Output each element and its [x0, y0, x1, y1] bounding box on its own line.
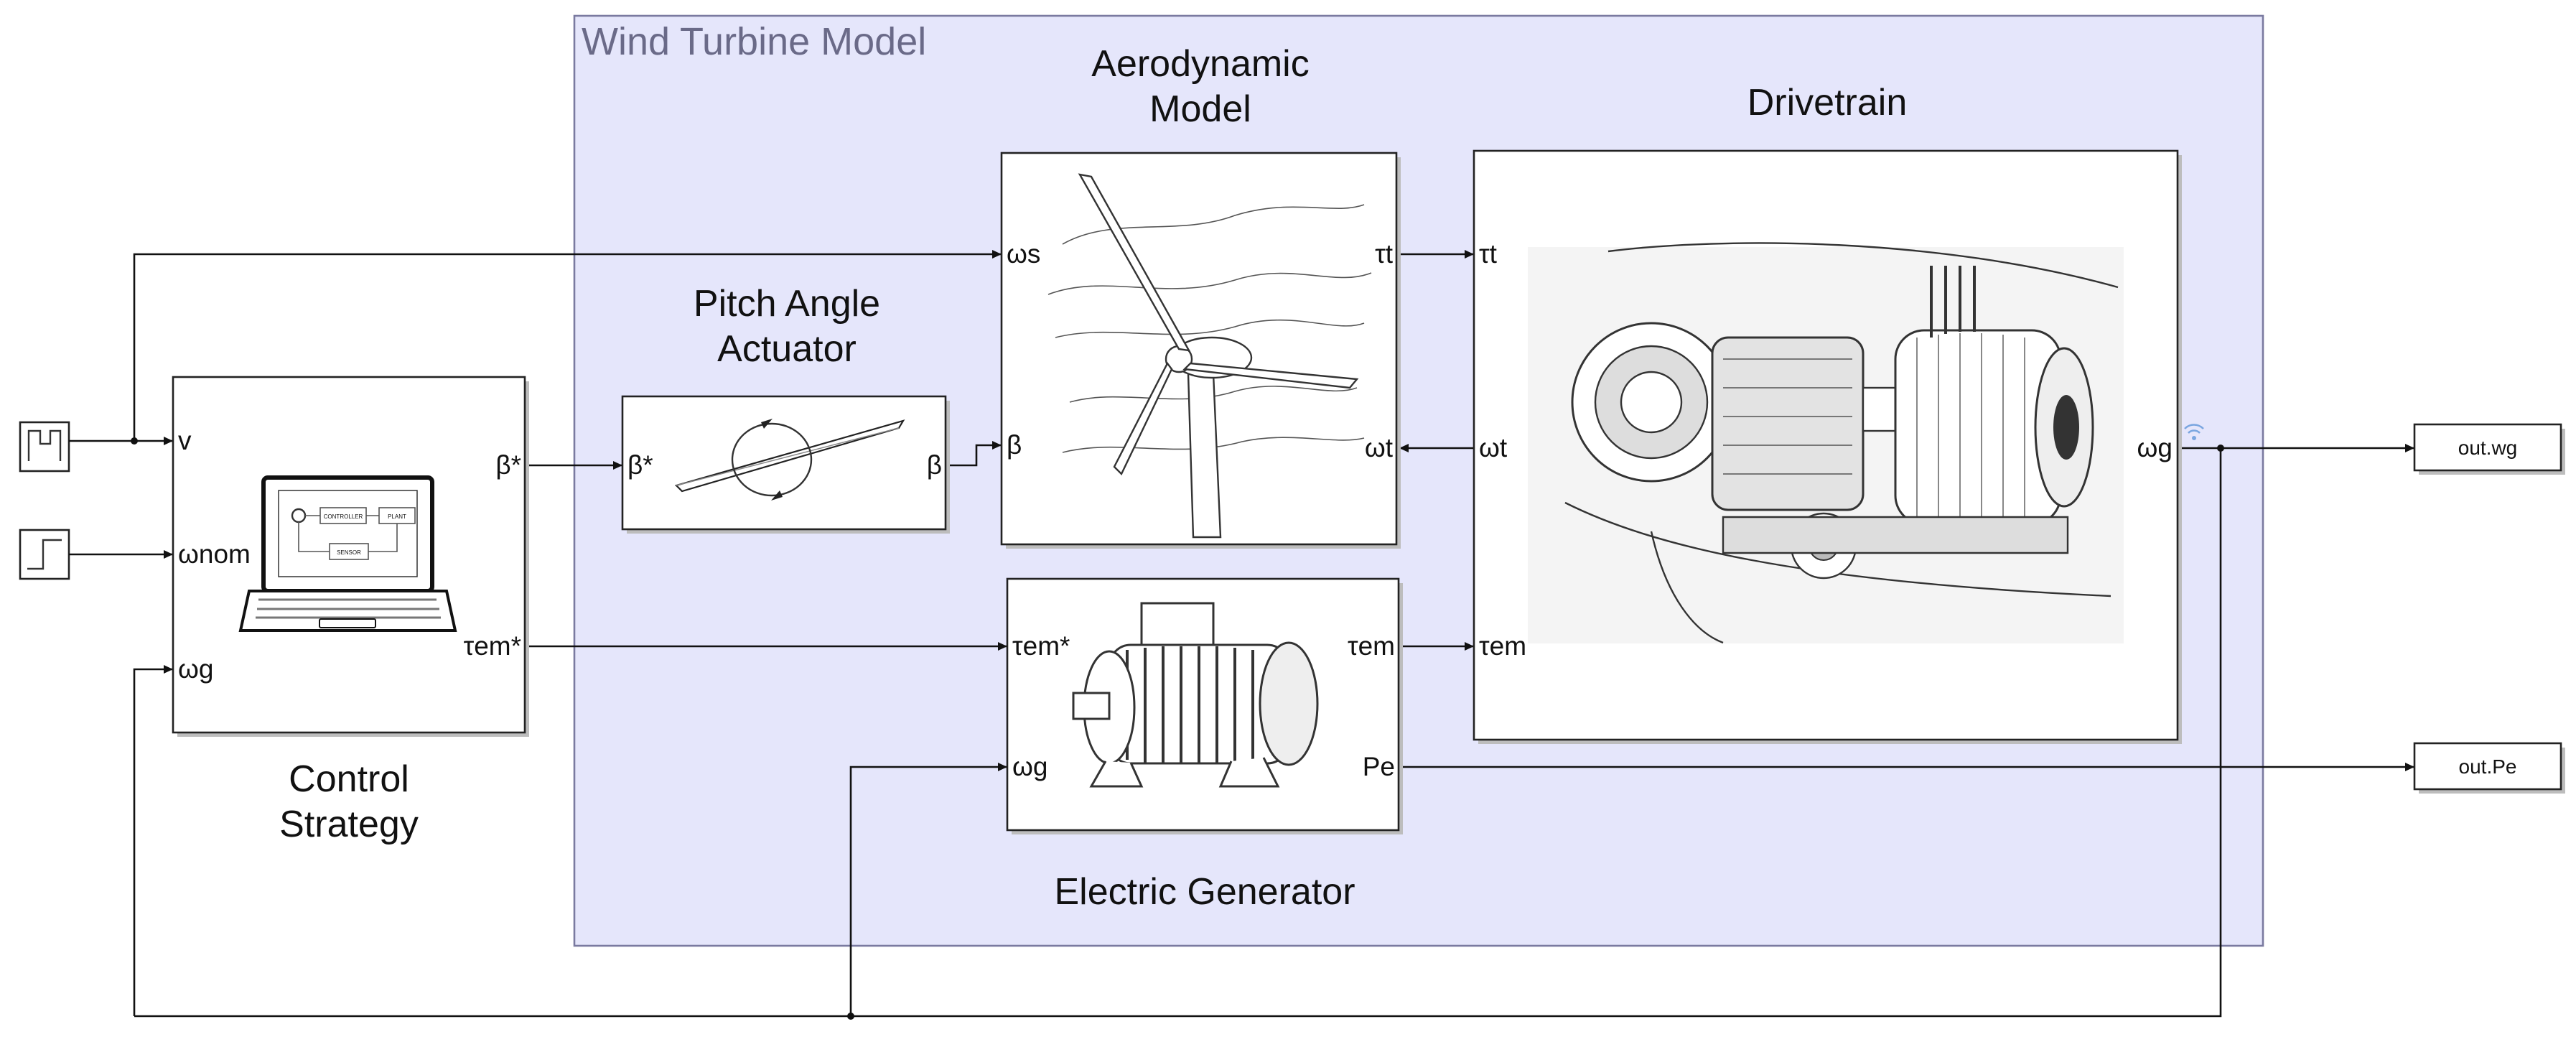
signal-logging-icon	[2184, 424, 2204, 440]
drivetrain-title: Drivetrain	[1747, 82, 1908, 124]
control-strategy-title-1: Control	[289, 758, 409, 800]
laptop-icon: CONTROLLER PLANT SENSOR	[238, 475, 457, 632]
svg-text:PLANT: PLANT	[388, 513, 406, 520]
generator-title: Electric Generator	[1054, 871, 1355, 913]
nacelle-gearbox-icon	[1528, 242, 2124, 644]
drivetrain-port-tau-em: τem	[1479, 631, 1526, 661]
control-strategy-title-2: Strategy	[279, 804, 419, 845]
step-source[interactable]	[19, 529, 70, 580]
drivetrain-block[interactable]: τt ωt τem ωg	[1473, 149, 2182, 744]
blade-pitch-icon	[674, 419, 905, 501]
control-port-beta-star: β*	[495, 450, 521, 480]
generator-port-wg: ωg	[1012, 752, 1047, 781]
drivetrain-port-wg: ωg	[2137, 433, 2173, 462]
signal-lines	[69, 250, 2414, 1020]
pitch-port-beta-star: β*	[627, 450, 653, 480]
output-pe-block[interactable]: out.Pe	[2413, 742, 2565, 794]
aerodynamic-model-block[interactable]: ωs β τt ωt	[1000, 152, 1401, 549]
drivetrain-port-wt: ωt	[1479, 433, 1508, 462]
generator-port-tau-em: τem	[1348, 631, 1395, 661]
pitch-actuator-block[interactable]: β* β	[621, 395, 950, 534]
drivetrain-port-tau-t: τt	[1479, 239, 1498, 269]
output-wg-label: out.wg	[2458, 437, 2518, 459]
wind-turbine-icon	[1047, 173, 1372, 539]
signal-builder-source[interactable]	[19, 421, 70, 473]
aero-port-ws: ωs	[1007, 239, 1040, 269]
aero-port-wt: ωt	[1365, 433, 1394, 462]
pitch-port-beta: β	[927, 450, 942, 480]
control-port-v: v	[178, 426, 192, 455]
pitch-actuator-title-1: Pitch Angle	[694, 283, 880, 325]
control-strategy-block[interactable]: CONTROLLER PLANT SENSOR v ωnom ωg β* τem…	[172, 376, 529, 737]
output-wg-block[interactable]: out.wg	[2413, 423, 2565, 475]
output-pe-label: out.Pe	[2459, 755, 2517, 778]
generator-port-tau-em-star: τem*	[1012, 631, 1070, 661]
aero-port-beta: β	[1007, 430, 1022, 460]
control-port-wnom: ωnom	[178, 539, 251, 569]
aero-port-tau-t: τt	[1375, 239, 1394, 269]
svg-text:CONTROLLER: CONTROLLER	[324, 513, 363, 520]
control-port-tau-em-star: τem*	[464, 631, 521, 661]
generator-port-pe: Pe	[1363, 752, 1395, 781]
aero-title-1: Aerodynamic	[1091, 43, 1309, 85]
control-port-wg: ωg	[178, 654, 213, 684]
electric-motor-icon	[1072, 602, 1319, 788]
pitch-actuator-title-2: Actuator	[717, 328, 857, 370]
aero-title-2: Model	[1149, 88, 1251, 130]
subsystem-title: Wind Turbine Model	[582, 20, 926, 63]
electric-generator-block[interactable]: τem* ωg τem Pe	[1006, 577, 1403, 834]
svg-text:SENSOR: SENSOR	[337, 549, 361, 556]
